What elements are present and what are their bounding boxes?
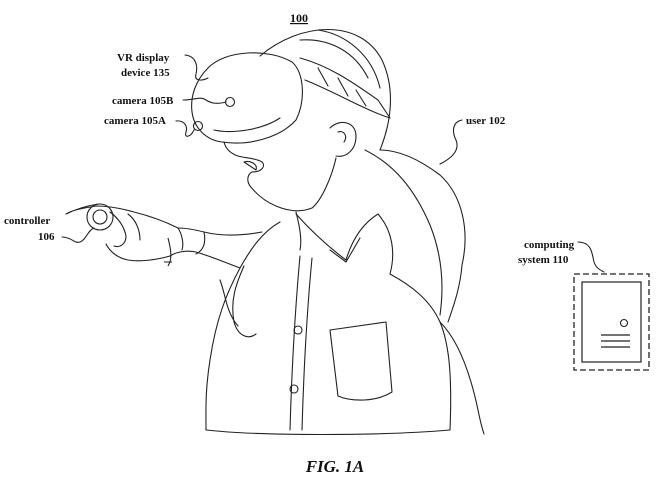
headset-strap xyxy=(299,57,391,119)
hand xyxy=(65,203,179,262)
figure-number: 100 xyxy=(290,11,308,25)
label-computing-line1: computing xyxy=(524,239,575,251)
shirt-button-1 xyxy=(293,325,303,335)
callout-labels: VR display device 135 camera 105B camera… xyxy=(4,52,575,266)
hair-strands xyxy=(299,29,443,316)
leader-controller xyxy=(61,227,95,243)
controller-106 xyxy=(86,203,172,267)
fingers xyxy=(109,211,141,248)
controller-ring-inner xyxy=(92,209,108,225)
hem-line xyxy=(205,429,451,436)
torso xyxy=(205,221,452,431)
sleeve-cuff xyxy=(177,227,206,255)
neck xyxy=(295,157,337,251)
strap-detail xyxy=(317,67,367,107)
label-camera-105b: camera 105B xyxy=(112,95,174,107)
leader-user xyxy=(439,119,463,165)
shirt-button-2 xyxy=(289,384,299,394)
hair-outline xyxy=(259,29,466,323)
vr-headset xyxy=(191,52,303,144)
far-arm xyxy=(439,321,485,435)
shirt-collar xyxy=(295,213,394,275)
face-profile xyxy=(223,141,313,212)
label-controller-line2: 106 xyxy=(38,231,55,243)
figure-caption: FIG. 1A xyxy=(305,457,365,476)
label-vr-display-line1: VR display xyxy=(117,52,170,64)
controller-lanyard xyxy=(164,237,172,267)
leader-vr-display xyxy=(184,54,209,81)
controller-ring xyxy=(86,203,114,231)
shirt-placket xyxy=(289,255,313,431)
label-vr-display-line2: device 135 xyxy=(121,67,170,79)
user-figure xyxy=(65,29,485,436)
label-controller-line1: controller xyxy=(4,215,50,227)
label-camera-105a: camera 105A xyxy=(104,115,166,127)
computing-outer-dashed-box xyxy=(573,273,650,371)
callout-leaders xyxy=(61,54,605,273)
ear xyxy=(329,121,357,157)
power-button xyxy=(619,318,629,328)
computing-tower xyxy=(581,281,642,363)
extended-arm xyxy=(169,227,263,269)
leader-camera-105a xyxy=(175,120,195,137)
headset-face-plate xyxy=(213,117,281,133)
computing-system-110 xyxy=(573,273,650,371)
label-computing-line2: system 110 xyxy=(518,254,569,266)
label-user: user 102 xyxy=(466,115,506,127)
leader-camera-105b xyxy=(182,97,227,104)
sleeve-folds xyxy=(219,265,257,338)
camera-105a-lens xyxy=(192,120,204,132)
mouth xyxy=(243,160,257,171)
shirt-pocket xyxy=(329,321,393,401)
leader-computing-system xyxy=(577,241,605,273)
camera-105b-lens xyxy=(224,96,236,108)
